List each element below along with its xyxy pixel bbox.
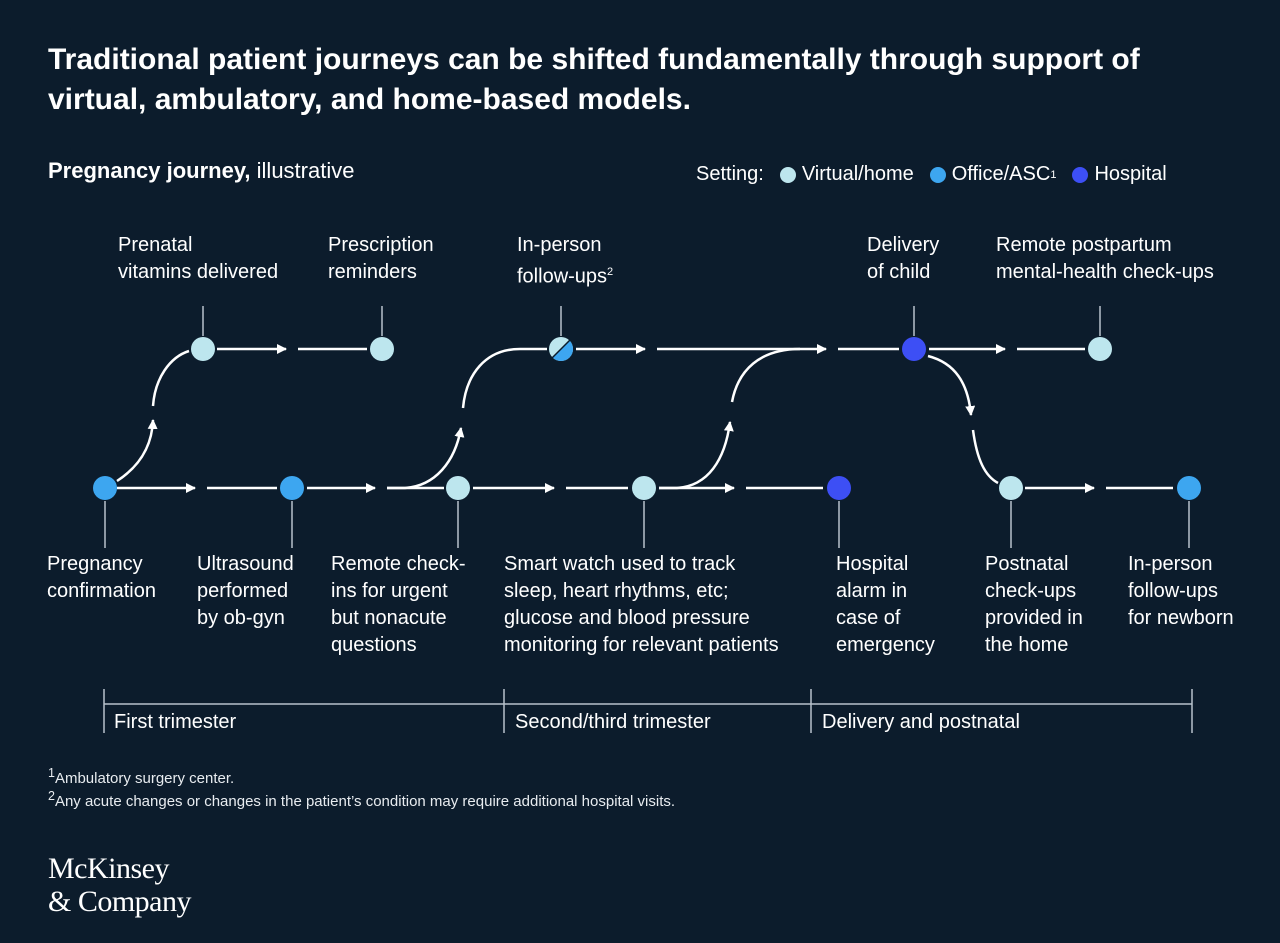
node-postnatal-check-ups — [999, 476, 1023, 500]
flow-curve — [387, 427, 465, 490]
logo-line-2: & Company — [48, 885, 192, 918]
node-in-person-follow-ups — [549, 337, 574, 362]
legend-item-hospital: Hospital — [1072, 163, 1167, 186]
node-pregnancy-confirmation — [93, 476, 117, 500]
node-newborn-follow-ups — [1177, 476, 1201, 500]
logo-line-1: McKinsey — [48, 852, 169, 885]
mckinsey-logo: McKinsey & Company — [48, 852, 192, 918]
legend-dot-office — [929, 166, 946, 183]
phase-label-delivery-postnatal: Delivery and postnatal — [822, 711, 1020, 733]
footnote-1: 1Ambulatory surgery center. — [48, 766, 234, 787]
legend-dot-hospital — [1072, 166, 1089, 183]
flow-curve — [971, 429, 999, 485]
node-ultrasound — [280, 476, 304, 500]
flow-curve — [730, 347, 801, 403]
node-prenatal-vitamins — [191, 337, 215, 361]
footnote-text: Any acute changes or changes in the pati… — [54, 793, 676, 810]
node-prescription-reminders — [370, 337, 394, 361]
legend-item-virtual: Virtual/home — [779, 163, 914, 186]
legend-item-label: Office/ASC — [951, 163, 1051, 185]
node-remote-check-ins — [446, 476, 470, 500]
legend-item-label: Virtual/home — [801, 163, 914, 185]
flow-curve-up — [116, 419, 158, 483]
legend-label: Setting: — [696, 163, 764, 185]
footnote-sup: 1 — [48, 766, 55, 780]
node-hospital-alarm — [827, 476, 851, 500]
node-smart-watch — [632, 476, 656, 500]
flow-curve-down — [927, 354, 976, 416]
flow-curve — [151, 349, 190, 407]
node-delivery-of-child — [902, 337, 926, 361]
phase-label-second-third-trimester: Second/third trimester — [515, 711, 711, 733]
footnote-sup: 2 — [48, 789, 55, 803]
subtitle: Pregnancy journey, illustrative — [48, 158, 354, 184]
legend-item-label: Hospital — [1094, 163, 1167, 185]
footnote-2: 2Any acute changes or changes in the pat… — [48, 789, 675, 810]
step-label-sup: 2 — [607, 266, 614, 278]
node-remote-postpartum — [1088, 337, 1112, 361]
flow-curve — [461, 347, 547, 409]
legend-dot-virtual — [779, 166, 796, 183]
subtitle-rest: illustrative — [250, 158, 355, 183]
footnote-text: Ambulatory surgery center. — [54, 770, 235, 787]
subtitle-bold: Pregnancy journey, — [48, 158, 251, 183]
flow-curve — [659, 421, 734, 490]
legend-item-sup: 1 — [1050, 168, 1057, 181]
phase-label-first-trimester: First trimester — [114, 711, 237, 733]
chart-title: Traditional patient journeys can be shif… — [48, 43, 1140, 116]
